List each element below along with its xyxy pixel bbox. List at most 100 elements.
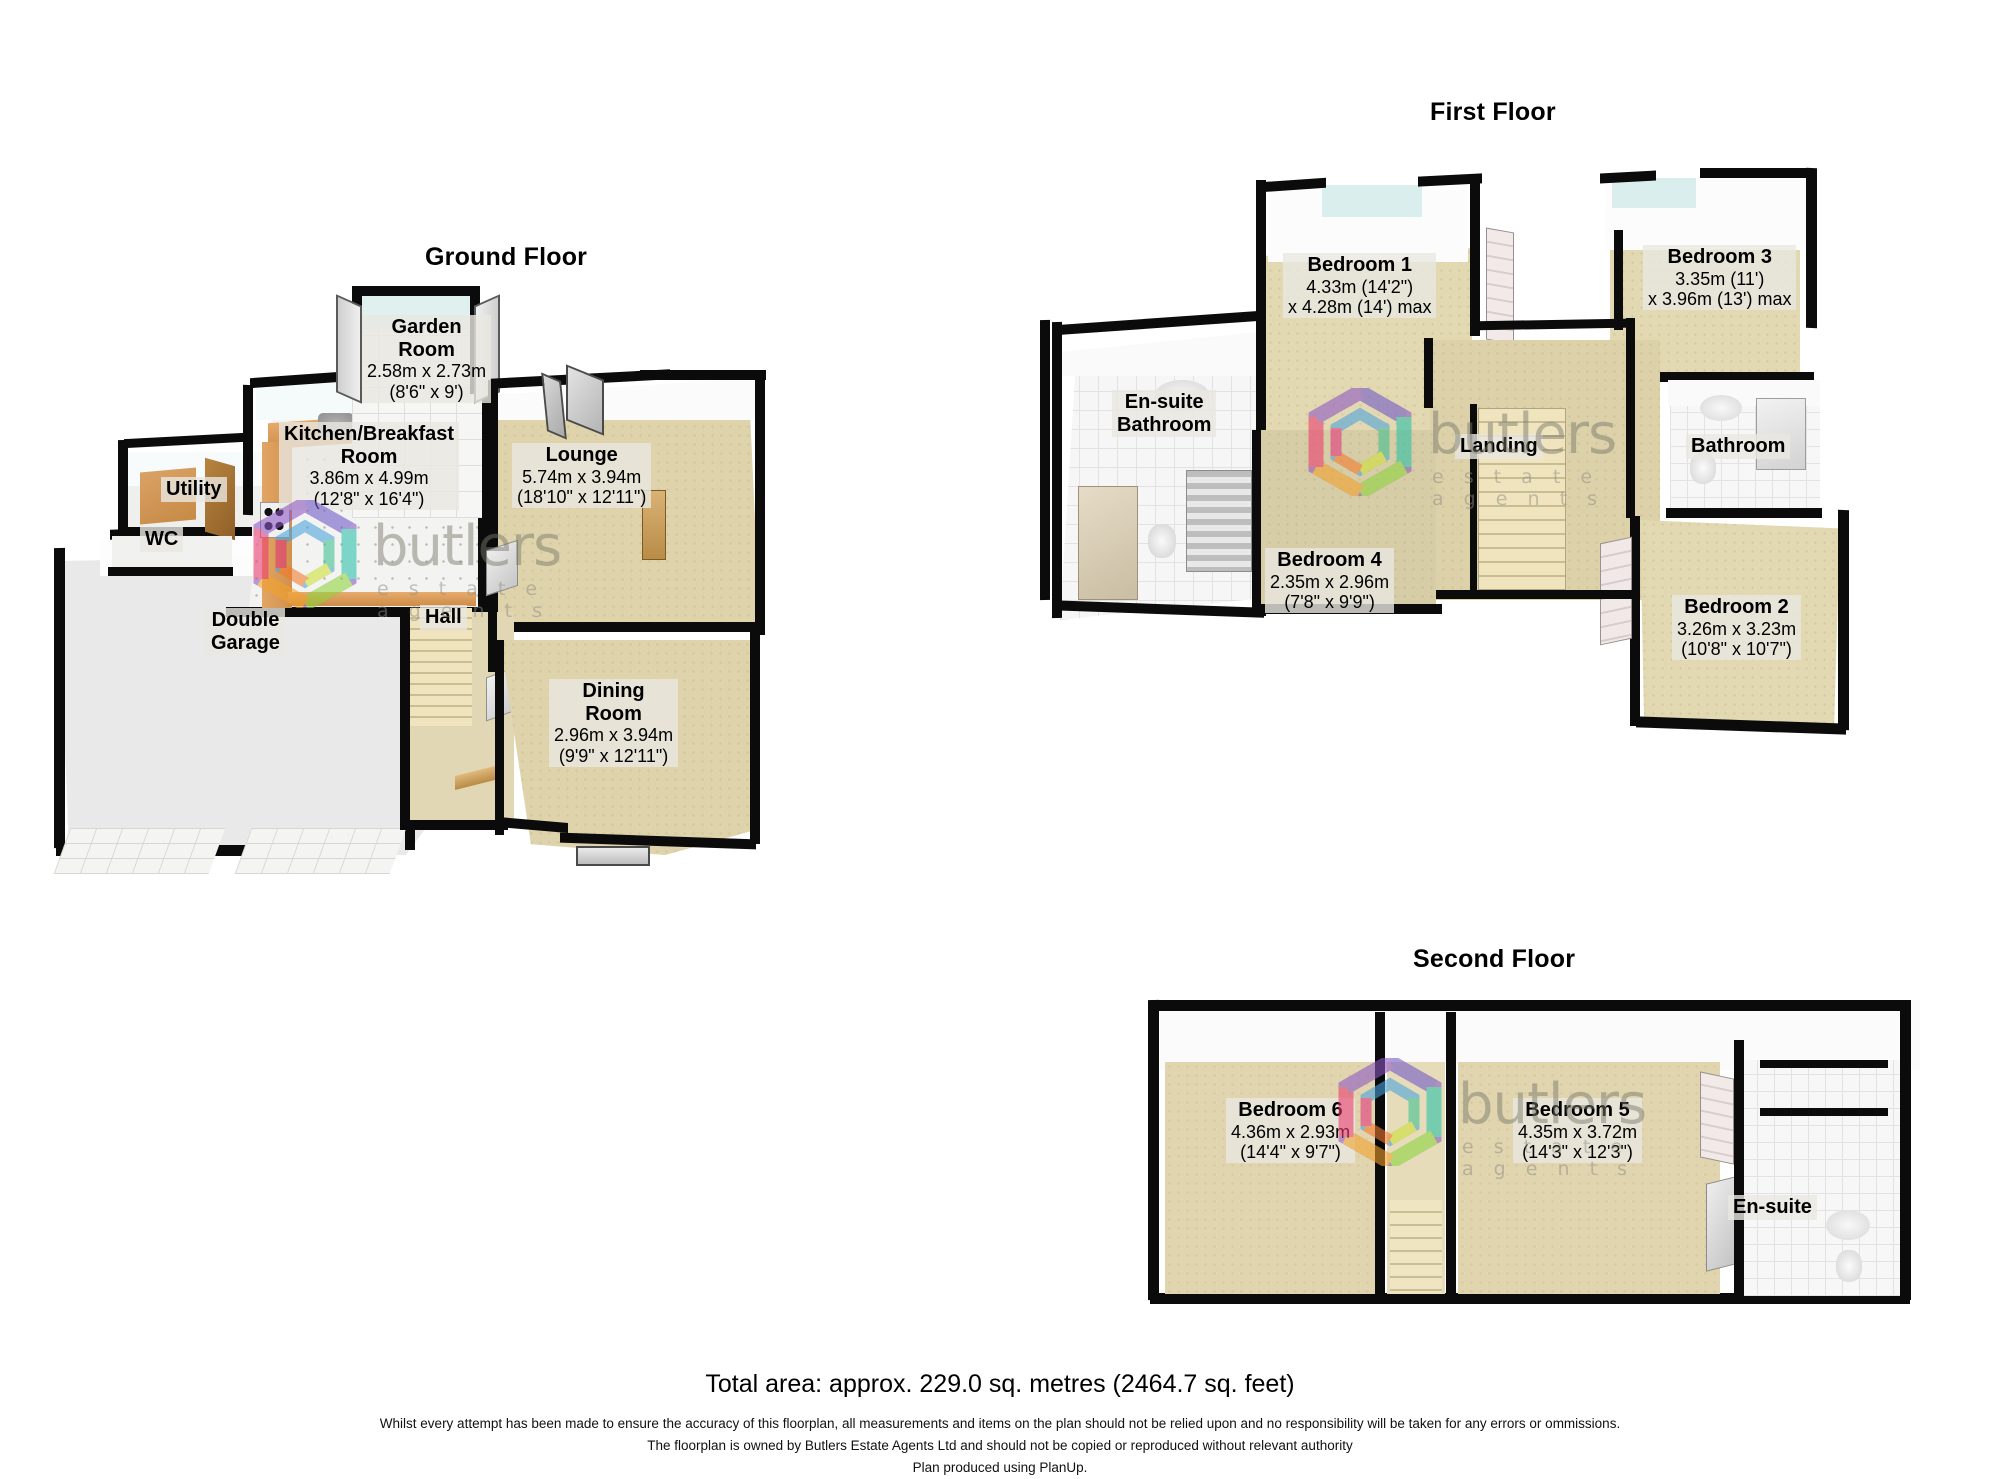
second-ensuite-basin	[1826, 1210, 1870, 1240]
room-label-bedroom3: Bedroom 3 3.35m (11') x 3.96m (13') max	[1643, 245, 1797, 311]
landing-stair-rail	[1470, 404, 1477, 592]
dining-wall-right	[750, 632, 760, 844]
garage-wall-left	[54, 547, 65, 849]
second-ensuite-wc	[1836, 1250, 1862, 1282]
room-name-bedroom6: Bedroom 6	[1238, 1099, 1343, 1121]
hall-wall-bottom	[400, 820, 508, 830]
room-label-garage: Double Garage	[206, 608, 285, 656]
room-label-kitchen: Kitchen/Breakfast Room 3.86m x 4.99m (12…	[279, 422, 460, 510]
room-name-bedroom5: Bedroom 5	[1525, 1099, 1630, 1121]
room-dim-bedroom6-imperial: (14'4" x 9'7")	[1240, 1141, 1341, 1162]
bedroom3-wall-top2	[1700, 168, 1812, 178]
total-area-text: Total area: approx. 229.0 sq. metres (24…	[705, 1370, 1295, 1398]
second-floor-wall-bottom	[1150, 1293, 1910, 1304]
room-dim-kitchen-metric: 3.86m x 4.99m	[309, 468, 429, 489]
room-name-bedroom4: Bedroom 4	[1277, 549, 1382, 571]
first-floor-wall-mid-3	[1436, 590, 1636, 599]
room-label-bedroom5: Bedroom 5 4.35m x 3.72m (14'3" x 12'3")	[1513, 1098, 1643, 1164]
second-ensuite-shelf-2	[1760, 1108, 1888, 1116]
ensuite-wc	[1148, 524, 1176, 558]
room-name-garden-room-line2: Room	[398, 338, 455, 361]
room-dim-bedroom6-metric: 4.36m x 2.93m	[1231, 1121, 1351, 1142]
room-name-hall: Hall	[425, 606, 462, 628]
room-name-kitchen-line2: Room	[340, 445, 398, 468]
room-name-bedroom3: Bedroom 3	[1667, 246, 1772, 268]
garage-wall-bottom	[56, 845, 396, 856]
room-name-second-ensuite: En-suite	[1733, 1196, 1812, 1218]
second-ensuite-shelf-1	[1760, 1060, 1888, 1068]
kitchen-wall-left-upper	[243, 384, 253, 516]
ensuite-bath	[1078, 486, 1138, 600]
room-name-wc: WC	[145, 528, 179, 550]
hall-wall-right	[488, 612, 497, 672]
room-name-garage-line2: Garage	[211, 631, 280, 654]
room-label-landing: Landing	[1455, 434, 1543, 459]
room-dim-bedroom2-imperial: (10'8" x 10'7")	[1681, 638, 1792, 659]
room-name-dining-line2: Room	[585, 702, 642, 725]
bedroom5-door	[1706, 1176, 1736, 1272]
room-label-bedroom1: Bedroom 1 4.33m (14'2") x 4.28m (14') ma…	[1283, 253, 1437, 319]
room-name-ensuite-bathroom-line2: Bathroom	[1117, 413, 1212, 436]
disclaimer-line-2: The floorplan is owned by Butlers Estate…	[647, 1438, 1353, 1453]
bedroom3-wall-right	[1806, 167, 1817, 329]
room-name-garage-line1: Double	[211, 609, 280, 631]
utility-wall-top	[124, 432, 244, 449]
room-dim-bedroom3-metric: 3.35m (11')	[1675, 268, 1765, 289]
ensuite-bathroom-wall-face	[1062, 332, 1258, 376]
first-floor-wall-mid-2	[1626, 318, 1635, 518]
bedroom2-wall-left	[1630, 516, 1640, 726]
garden-room-window-left	[336, 294, 362, 404]
room-dim-bedroom1-imperial: x 4.28m (14') max	[1288, 296, 1432, 317]
room-label-bedroom2: Bedroom 2 3.26m x 3.23m (10'8" x 10'7")	[1672, 595, 1802, 661]
room-dim-garden-room-metric: 2.58m x 2.73m	[367, 361, 487, 382]
second-floor-stairs	[1390, 1200, 1442, 1294]
disclaimer-line-3: Plan produced using PlanUp.	[912, 1460, 1088, 1475]
bathroom-basin	[1700, 395, 1742, 421]
room-dim-dining-imperial: (9'9" x 12'11")	[558, 745, 669, 766]
room-dim-bedroom2-metric: 3.26m x 3.23m	[1677, 618, 1797, 639]
bedroom6-floor	[1165, 1062, 1375, 1294]
dining-wall-left	[495, 640, 504, 835]
dining-floor	[500, 640, 758, 855]
wc-wall-bottom	[108, 567, 233, 576]
second-ensuite-wall-left	[1734, 1040, 1744, 1296]
room-name-lounge: Lounge	[545, 444, 618, 466]
room-label-lounge: Lounge 5.74m x 3.94m (18'10" x 12'11")	[512, 443, 652, 509]
room-dim-bedroom5-metric: 4.35m x 3.72m	[1518, 1121, 1638, 1142]
second-floor-wall-top	[1150, 1000, 1910, 1011]
bedroom2-wall-right	[1838, 509, 1849, 731]
bedroom4-wall-left	[1252, 430, 1261, 610]
room-dim-bedroom1-metric: 4.33m (14'2")	[1306, 276, 1414, 297]
lounge-floor	[492, 395, 760, 630]
room-label-second-ensuite: En-suite	[1728, 1195, 1817, 1220]
bedroom3-window	[1612, 178, 1696, 208]
room-name-bedroom1: Bedroom 1	[1307, 254, 1412, 276]
room-name-garden-room-line1: Garden	[391, 316, 462, 338]
room-name-bathroom: Bathroom	[1691, 435, 1786, 457]
room-dim-bedroom5-imperial: (14'3" x 12'3")	[1522, 1141, 1633, 1162]
dining-bay-window	[576, 846, 650, 866]
utility-wall-mid	[122, 527, 252, 536]
bedroom1-wall-right	[1470, 176, 1480, 336]
kitchen-worktop-bottom	[288, 592, 476, 606]
landing-wall-left	[1424, 338, 1433, 408]
first-floor-wall-left-outer	[1040, 319, 1050, 601]
first-floor-wall-mid-1	[1470, 318, 1630, 331]
room-label-wc: WC	[140, 527, 184, 552]
room-dim-bedroom4-metric: 2.35m x 2.96m	[1270, 571, 1390, 592]
room-name-kitchen-line1: Kitchen/Breakfast	[284, 423, 455, 445]
ensuite-wall-left	[1052, 321, 1062, 619]
room-name-utility: Utility	[166, 478, 222, 500]
garage-door-right	[234, 828, 407, 874]
ensuite-shower	[1186, 470, 1252, 572]
first-floor-wall-mid-4	[1614, 230, 1623, 330]
utility-wall-left	[118, 439, 128, 541]
ensuite-wall-top	[1058, 311, 1258, 335]
garden-room-wall-top	[352, 286, 480, 296]
room-dim-lounge-imperial: (18'10" x 12'11")	[517, 486, 647, 507]
bedroom5-wardrobe	[1700, 1071, 1734, 1165]
second-floor-wall-right	[1900, 1000, 1911, 1300]
room-dim-garden-room-imperial: (8'6" x 9')	[389, 381, 464, 402]
bedroom1-window	[1322, 185, 1422, 217]
room-label-bedroom6: Bedroom 6 4.36m x 2.93m (14'4" x 9'7")	[1226, 1098, 1356, 1164]
